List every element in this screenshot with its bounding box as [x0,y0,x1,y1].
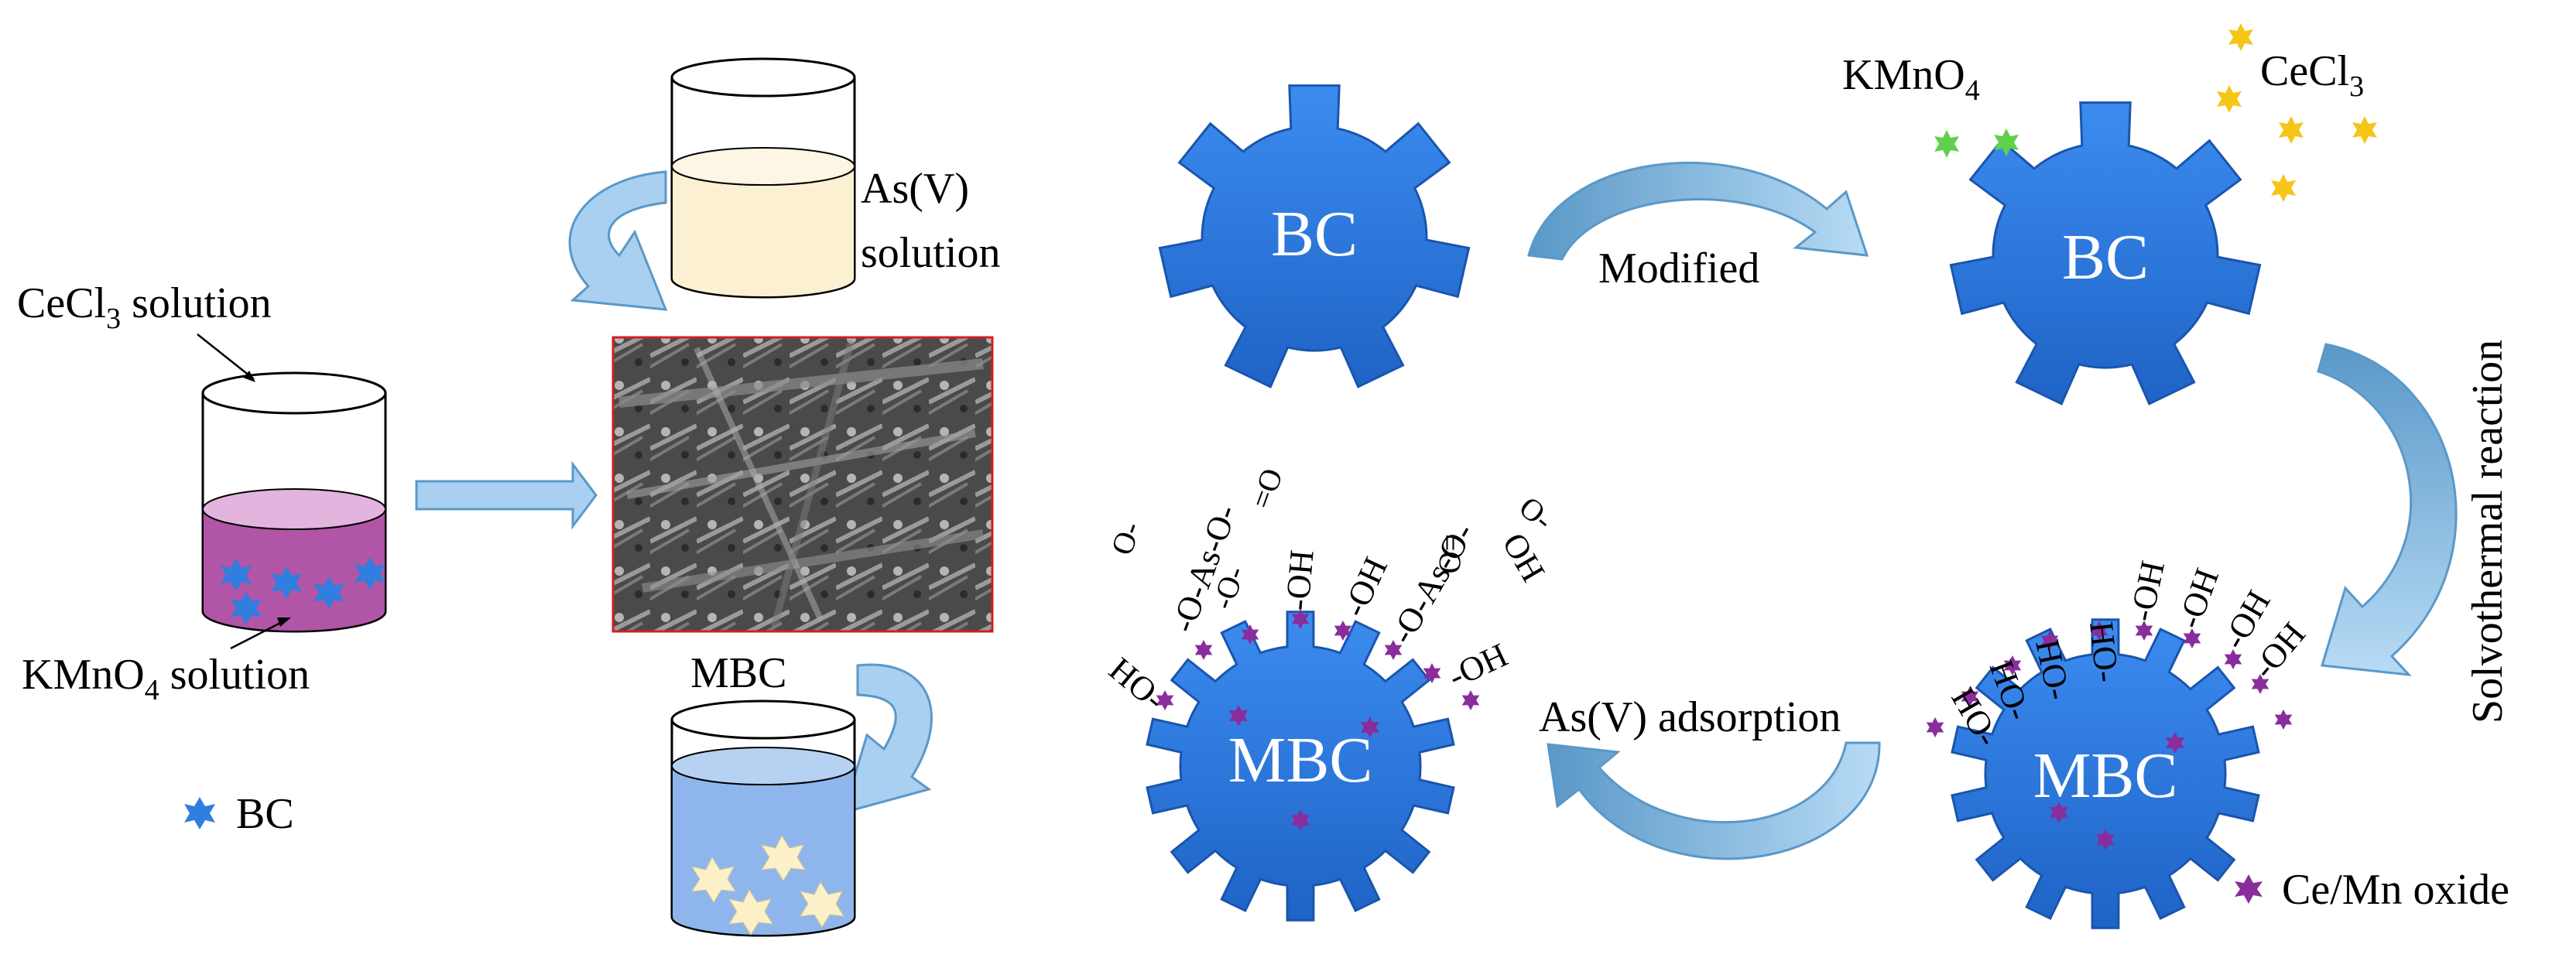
oh-group-label: -OH [1443,636,1514,696]
ce-mn-oxide-dot-icon [2090,621,2108,641]
arsenate-group-label: O- [1104,517,1148,559]
bc-gear-label-2: BC [2062,221,2149,293]
oh-group-label: -OH [1335,552,1395,623]
solvothermal-label: Solvothermal reaction [2464,340,2512,723]
purple-dot-icon [2235,874,2263,904]
mbc-particle-icon [760,834,806,881]
as-solution-label-line2: solution [861,229,1000,277]
ce-mn-oxide-label: Ce/Mn oxide [2282,866,2509,914]
oh-group-label: HO- [2082,620,2126,684]
mbc-label: MBC [690,649,787,697]
ce-mn-oxide-dot-icon [2095,829,2115,850]
bc-star-icon [271,566,302,599]
sem-image [611,336,994,633]
ce-mn-oxide-dot-icon [2049,802,2069,823]
ce-mn-oxide-dot-icon [2165,732,2185,754]
beaker-as-solution [670,57,856,299]
gear-body [1158,84,1471,388]
bc-star-icon [184,797,215,829]
arsenate-group-label: =O [1243,463,1290,513]
kmno4-label: KMnO4 [1842,51,1980,107]
beaker-cecl3-kmno4 [201,371,387,633]
arrow-to-sem [415,460,598,530]
ce-mn-oxide-dot-icon [1291,609,1310,629]
curved-arrow-adsorption [1547,741,1881,860]
ce-mn-oxide-dot-icon [1334,621,1352,641]
bc-gear [1158,84,1471,388]
curved-arrow-modified [1527,162,1869,261]
bc-star-icon [355,557,385,590]
green-star-icon [1934,130,1959,158]
ce-mn-oxide-dot-icon [2224,649,2242,669]
ce-mn-oxide-dot-icon [1228,705,1249,727]
ce-mn-oxide-dot-icon [2003,655,2022,676]
modified-label: Modified [1598,245,1759,292]
yellow-star-icon [2352,116,2377,144]
ce-mn-oxide-dot-icon [2183,628,2201,648]
beaker-mbc [670,699,856,937]
bc-legend-label: BC [236,790,294,838]
oh-group-label: -OH [2170,563,2226,633]
mbc-gear-modified [1951,618,2260,929]
gear-body [1146,611,1455,922]
kmno4-particles [1934,128,2019,158]
mbc-particle-icon [728,888,773,936]
yellow-star-icon [2279,116,2304,144]
pointer-arrow [230,617,291,650]
ce-mn-oxide-dot-icon [1384,640,1403,660]
bc-gear-modifying [1949,101,2262,405]
pointer-arrow [197,333,255,382]
bc-star-icon [231,592,262,624]
bc-legend: BC [184,790,294,838]
as-solution-label-line1: As(V) [861,165,969,213]
kmno4-solution-label: KMnO4 solution [22,651,310,706]
ce-mn-oxide-dot-icon [1360,717,1380,738]
ce-mn-oxide-legend: Ce/Mn oxide [2235,866,2509,914]
gear-body [1951,618,2260,929]
oh-group-label: -OH [1278,549,1321,612]
oh-group-label: OH [1495,527,1552,589]
curved-arrow-as-to-sem [568,170,668,311]
ce-mn-oxide-dot-icon [1241,624,1259,645]
gear-body [1949,101,2262,405]
oh-group-label: HO- [1102,650,1173,718]
ce-mn-oxide-dot-icon [2274,710,2293,730]
arsenate-group-label: =O [1433,534,1468,573]
arsenate-group-label: O- [1512,489,1560,537]
curved-arrow-solvothermal [2317,343,2458,676]
yellow-star-icon [2228,23,2253,51]
ce-mn-oxide-dot-icon [1961,686,1979,706]
mbc-gear-adsorbed [1146,611,1455,922]
as-adsorption-label: As(V) adsorption [1539,693,1841,741]
mbc-particle-icon [690,856,736,903]
green-star-icon [1994,128,2019,156]
cecl3-particles [2217,23,2377,202]
ce-mn-oxide-dot-icon [1926,717,1944,737]
ce-mn-oxide-dot-icon [1156,690,1174,710]
cecl3-solution-label: CeCl3 solution [17,279,272,335]
mbc-gear-label-2: MBC [2033,740,2178,812]
yellow-star-icon [2271,174,2296,202]
ce-mn-oxide-dot-icon [1461,690,1480,710]
bc-star-icon [313,576,344,609]
mbc-particle-icon [799,881,844,928]
bc-star-icon [221,559,252,591]
yellow-star-icon [2217,85,2242,113]
ce-mn-oxide-dot-icon [1194,640,1213,660]
bc-particles [221,557,385,624]
bc-gear-label: BC [1271,198,1358,270]
cecl3-label: CeCl3 [2260,47,2364,103]
mbc-gear-label-1: MBC [1228,724,1373,796]
ce-mn-oxide-dot-icon [2040,631,2059,651]
ce-mn-oxide-dot-icon [2251,674,2269,694]
curved-arrow-sem-to-mbc [841,663,933,815]
ce-mn-oxide-dot-icon [1423,663,1441,683]
ce-mn-oxide-dot-icon [1290,809,1310,831]
ce-mn-oxide-dot-icon [2135,621,2153,641]
oh-group-label: -OH [2122,557,2172,624]
